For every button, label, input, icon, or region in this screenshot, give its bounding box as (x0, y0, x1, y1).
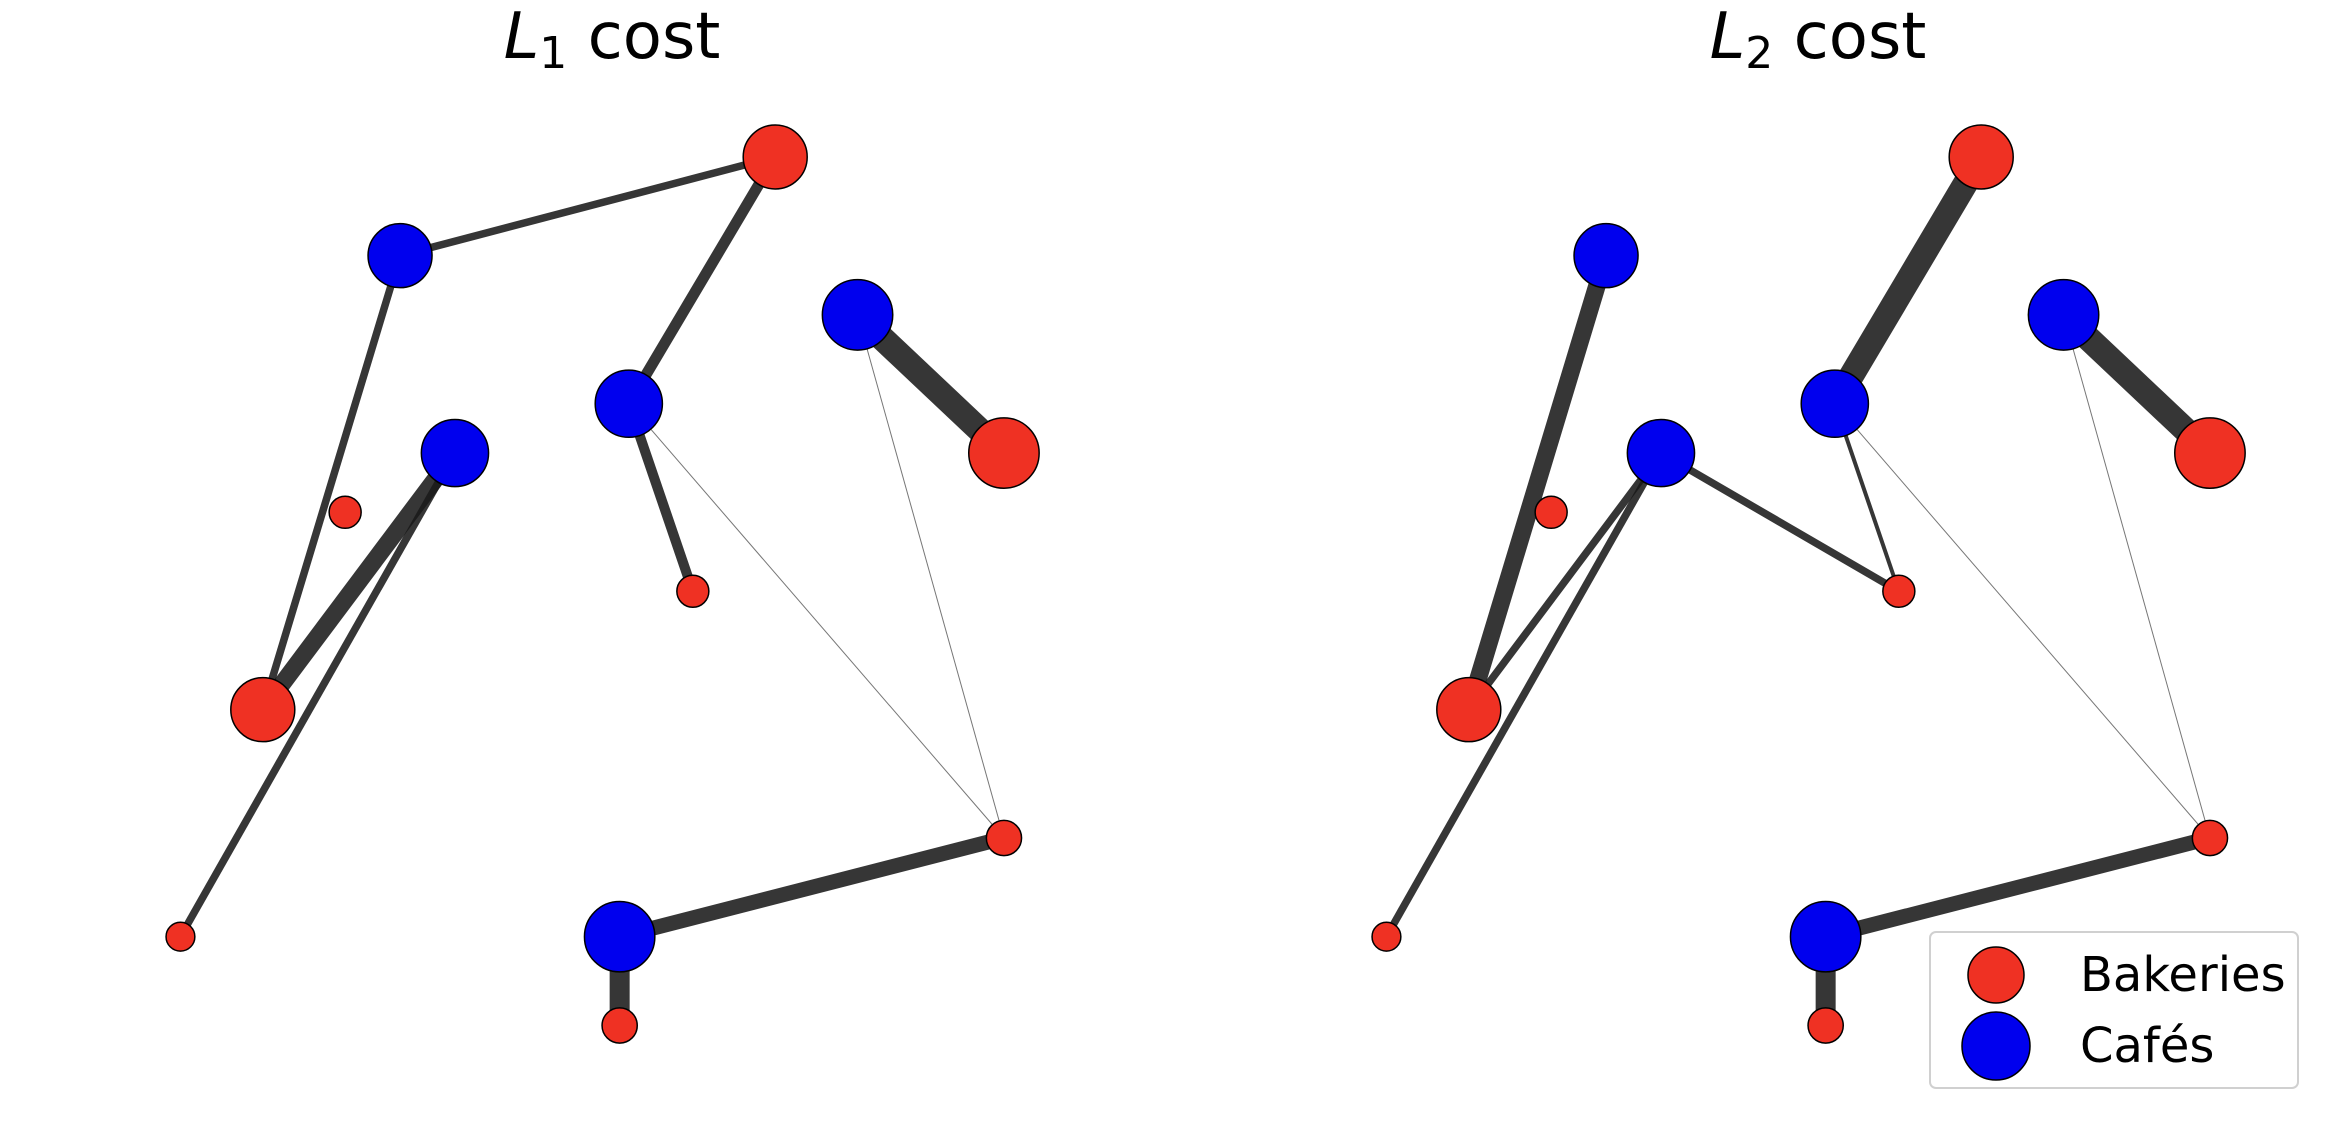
bakery-1-marker-l1 (742, 124, 808, 190)
panel-title-l2-main: L (1710, 0, 1746, 74)
bakery-3-marker-l1 (328, 495, 362, 530)
flow-cafe-1-to-bakery-4 (1460, 253, 1615, 713)
bakery-2-marker-l2 (2174, 417, 2246, 490)
flow-cafe-4-to-bakery-4 (1465, 450, 1664, 712)
cafe-4-marker-l2 (1626, 418, 1696, 488)
bakery-7-marker-l2 (2191, 819, 2229, 857)
cafe-5-marker-l2 (1789, 900, 1862, 973)
panel-title-l1-suffix: cost (567, 0, 720, 74)
bakery-6-marker-l2 (1371, 921, 1402, 952)
panel-l1: L1 cost (165, 0, 1040, 1044)
legend-bakery-label: Bakeries (2080, 947, 2286, 1003)
panel-title-l1: L1 cost (504, 0, 721, 79)
flow-cafe-5-to-bakery-7 (1823, 830, 2212, 944)
legend: Bakeries Cafés (1929, 931, 2299, 1089)
cafe-1-marker-l1 (367, 222, 433, 289)
bakery-5-marker-l2 (1882, 574, 1916, 608)
bakery-8-marker-l1 (601, 1007, 639, 1044)
bakery-5-marker-l1 (676, 574, 710, 608)
cafe-4-marker-l1 (420, 418, 490, 488)
bakery-2-marker-l1 (968, 417, 1040, 490)
cafe-2-marker-l1 (594, 369, 664, 439)
flow-cafe-4-to-bakery-5 (1659, 449, 1901, 595)
bakery-4-marker-l1 (230, 676, 296, 743)
panel-title-l1-main: L (504, 0, 540, 74)
flow-cafe-3-to-bakery-7 (2063, 314, 2211, 839)
bakery-8-marker-l2 (1807, 1007, 1845, 1044)
panel-l2: L2 cost (1371, 0, 2246, 1044)
cafe-2-marker-l2 (1800, 369, 1870, 439)
flow-cafe-1-to-bakery-4 (259, 254, 404, 711)
legend-bakery-marker (1967, 946, 2025, 1004)
cafe-3-marker-l1 (821, 278, 894, 351)
legend-cafe-marker (1961, 1011, 2031, 1081)
flow-cafe-3-to-bakery-7 (857, 314, 1005, 839)
cafe-5-marker-l1 (583, 900, 656, 973)
nodes-l1 (165, 124, 1040, 1044)
flow-cafe-2-to-bakery-7 (628, 403, 1005, 839)
flow-cafe-4-to-bakery-6 (177, 451, 459, 939)
panel-title-l2: L2 cost (1710, 0, 1927, 79)
flow-cafe-2-to-bakery-1 (1824, 150, 1992, 411)
flow-cafe-4-to-bakery-4 (255, 447, 462, 715)
flow-cafe-4-to-bakery-6 (1383, 451, 1665, 939)
cafe-1-marker-l2 (1573, 222, 1639, 289)
flow-cafe-5-to-bakery-7 (617, 830, 1006, 944)
flow-cafe-1-to-bakery-1 (399, 153, 777, 260)
legend-cafe-label: Cafés (2080, 1018, 2214, 1074)
bakery-4-marker-l2 (1436, 676, 1502, 743)
cafe-3-marker-l2 (2027, 278, 2100, 351)
flow-cafe-2-to-bakery-7 (1834, 403, 2211, 839)
panel-title-l2-sub: 2 (1745, 28, 1773, 79)
nodes-l2 (1371, 124, 2246, 1044)
bakery-3-marker-l2 (1534, 495, 1568, 530)
bakery-7-marker-l1 (985, 819, 1023, 857)
panel-title-l1-sub: 1 (539, 28, 567, 79)
flow-cafe-2-to-bakery-1 (624, 154, 780, 407)
bakery-1-marker-l2 (1948, 124, 2014, 190)
panel-title-l2-suffix: cost (1773, 0, 1926, 74)
bakery-6-marker-l1 (165, 921, 196, 952)
